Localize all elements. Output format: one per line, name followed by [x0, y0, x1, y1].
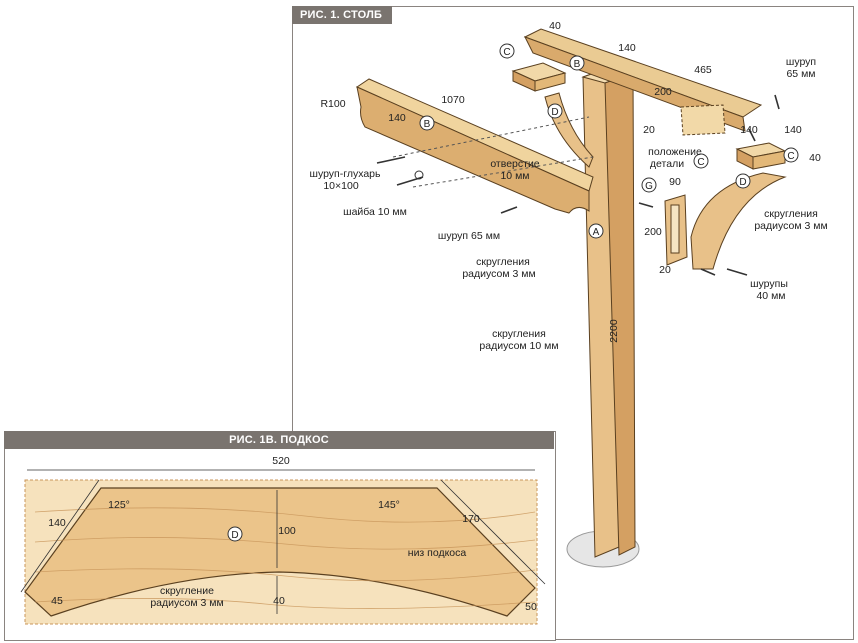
dimension-labels: 40 140 465 1070 R100 140 200 20 140 140 … [320, 20, 821, 343]
dim-1070: 1070 [441, 94, 465, 106]
dim-200-g: 200 [644, 226, 662, 238]
note-round-1: скругление [160, 585, 214, 597]
letter-d2: D [739, 177, 746, 188]
block-c-front [534, 72, 566, 92]
note-screw65-top-2: 65 мм [786, 68, 815, 80]
note-round10-1: скругления [492, 328, 546, 340]
dim-r100: R100 [320, 98, 345, 110]
note-round3b-1: скругления [764, 208, 818, 220]
dim-140: 140 [48, 517, 66, 529]
block-c-right-front [752, 150, 786, 170]
dim-170: 170 [462, 513, 480, 525]
dim-140-c2: 140 [784, 124, 802, 136]
note-lag-1: шуруп-глухарь [310, 168, 381, 180]
letter-b2: B [424, 119, 431, 130]
post-drawing: A B B C C C D D G 40 140 465 1070 R100 1… [310, 20, 828, 568]
dim-20-g: 20 [659, 264, 671, 276]
letter-d1: D [551, 107, 558, 118]
dim-100: 100 [278, 525, 296, 537]
note-round3-2: радиусом 3 мм [462, 268, 535, 280]
note-position-2: детали [650, 158, 684, 170]
letter-c2: C [697, 157, 704, 168]
dim-40-c: 40 [809, 152, 821, 164]
letter-markers: A B B C C C D D G [419, 43, 799, 239]
note-washer: шайба 10 мм [343, 206, 407, 218]
brace-dimension-lines [20, 469, 546, 614]
letter-a: A [593, 227, 600, 238]
wood-grain [34, 507, 536, 609]
washer-shape [414, 170, 424, 180]
note-hole-1: отверстие [490, 158, 539, 170]
dim-45: 45 [51, 595, 63, 607]
dim-140-c1: 140 [740, 124, 758, 136]
figure-brace-panel: РИС. 1В. ПОДКОС D 520 140 125° 145° 170 … [4, 431, 556, 641]
part-g-slot [670, 204, 680, 254]
left-beam-side [356, 86, 590, 214]
note-round-2: радиусом 3 мм [150, 597, 223, 609]
note-round10-2: радиусом 10 мм [479, 340, 558, 352]
dim-200: 200 [654, 86, 672, 98]
screws-group [376, 94, 780, 276]
angle-125: 125° [108, 499, 130, 511]
note-hole-2: 10 мм [500, 170, 529, 182]
letter-d-circle [227, 526, 243, 542]
letter-d: D [231, 530, 238, 541]
note-bottom: низ подкоса [408, 547, 467, 559]
letter-b1: B [574, 59, 581, 70]
annotation-notes: шуруп 65 мм положение детали шуруп-глуха… [310, 56, 828, 352]
brace-drawing: D 520 140 125° 145° 170 100 45 40 50 низ… [20, 455, 546, 625]
figure-post-title: РИС. 1. СТОЛБ [292, 6, 393, 24]
note-screws40-2: 40 мм [756, 290, 785, 302]
note-screw65: шуруп 65 мм [438, 230, 500, 242]
note-screw65-top-1: шуруп [786, 56, 816, 68]
note-round3b-2: радиусом 3 мм [754, 220, 827, 232]
figure-brace-title: РИС. 1В. ПОДКОС [4, 431, 554, 449]
dim-50: 50 [525, 601, 537, 613]
letter-c3: C [787, 151, 794, 162]
dim-40: 40 [273, 595, 285, 607]
note-round3-1: скругления [476, 256, 530, 268]
note-position-1: положение [648, 146, 702, 158]
letter-c1: C [503, 47, 510, 58]
note-lag-2: 10×100 [323, 180, 358, 192]
angle-145: 145° [378, 499, 400, 511]
brace-d-right [690, 172, 787, 270]
letter-g: G [645, 181, 653, 192]
guide-line-2 [412, 156, 594, 188]
dim-90: 90 [669, 176, 681, 188]
dim-465: 465 [694, 64, 712, 76]
note-screws40-1: шурупы [750, 278, 788, 290]
dim-140-beam: 140 [388, 112, 406, 124]
dim-2200: 2200 [608, 319, 620, 343]
dim-40-top: 40 [549, 20, 561, 32]
dim-520: 520 [272, 455, 290, 467]
dim-140-top: 140 [618, 42, 636, 54]
brace-shape [24, 487, 536, 617]
part-c-position [680, 104, 726, 136]
dim-20-a: 20 [643, 124, 655, 136]
